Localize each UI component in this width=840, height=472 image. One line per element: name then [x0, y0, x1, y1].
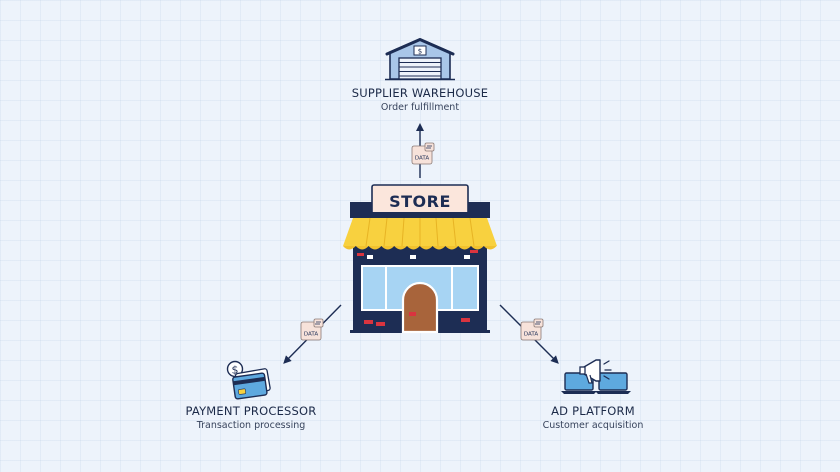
warehouse-icon: $	[385, 38, 455, 81]
laptop-icon	[561, 372, 597, 394]
data-packet-label: DATA	[524, 332, 538, 338]
svg-text:$: $	[418, 48, 422, 56]
credit-card-icon	[232, 368, 271, 400]
data-packet-icon: DATA	[300, 318, 324, 341]
ad-platform-title: AD PLATFORM	[551, 404, 635, 418]
payment-processor-subtitle: Transaction processing	[196, 420, 306, 431]
payment-processor-node: PAYMENT PROCESSOR Transaction processing	[141, 404, 361, 432]
svg-text:$: $	[232, 364, 239, 377]
data-packet-label: DATA	[304, 332, 318, 338]
supplier-warehouse-node: SUPPLIER WAREHOUSE Order fulfillment	[310, 86, 530, 114]
megaphone-icon	[579, 359, 612, 384]
data-packet-icon: DATA	[520, 318, 544, 341]
data-packet-label: DATA	[415, 156, 429, 162]
supplier-warehouse-subtitle: Order fulfillment	[380, 102, 460, 113]
data-packet-icon: DATA	[411, 142, 435, 165]
ad-platform-subtitle: Customer acquisition	[542, 420, 644, 431]
supplier-warehouse-title: SUPPLIER WAREHOUSE	[351, 86, 489, 100]
store-icon	[343, 184, 497, 334]
ad-platform-node: AD PLATFORM Customer acquisition	[483, 404, 703, 432]
payment-processor-title: PAYMENT PROCESSOR	[185, 404, 317, 418]
store-sign-label: STORE	[389, 192, 451, 211]
